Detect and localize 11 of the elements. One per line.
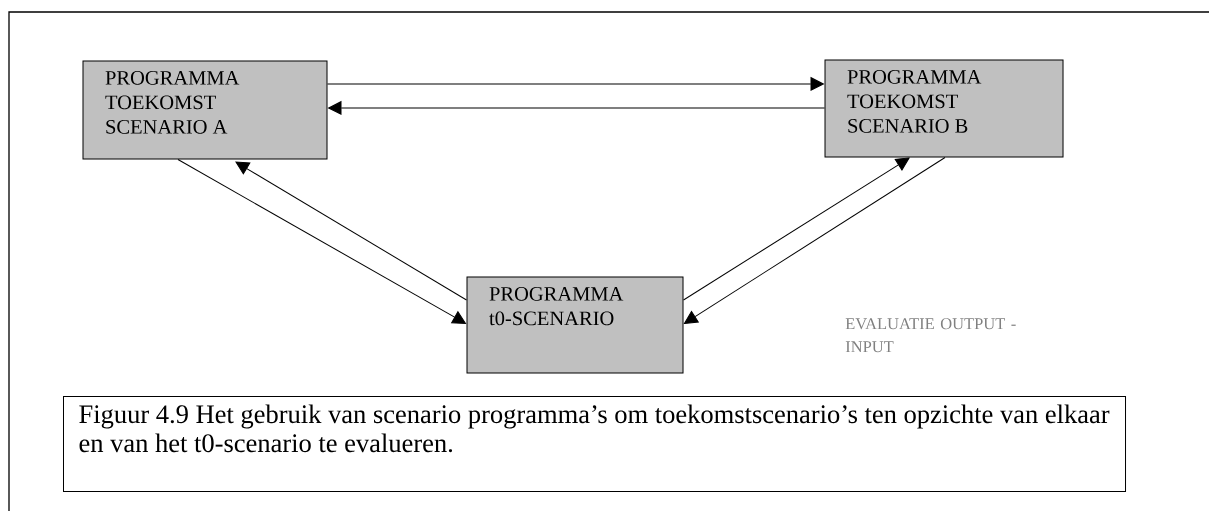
process-box: PROGRAMMA TOEKOMST SCENARIO B [824, 59, 1064, 158]
caption-box: Figuur 4.9 Het gebruik van scenario programma’s om toekomstscenario’s ten opzichte van elkaar en van het t0-scenario te evalueren. [63, 396, 1126, 492]
process-box: PROGRAMMA TOEKOMST SCENARIO A [82, 60, 328, 160]
arrow [235, 161, 467, 301]
arrow [683, 157, 910, 301]
arrow [327, 77, 824, 91]
arrow [328, 101, 825, 115]
note-text: EVALUATIE OUTPUT - INPUT [845, 318, 1016, 353]
arrow [683, 157, 946, 324]
arrow [177, 159, 467, 324]
process-box: PROGRAMMA t0-SCENARIO [466, 276, 684, 374]
